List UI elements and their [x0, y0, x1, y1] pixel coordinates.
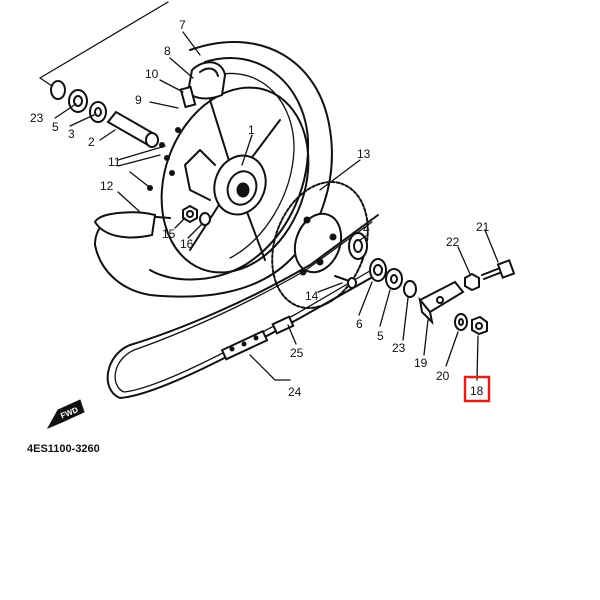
callout-14[interactable]: 14: [305, 289, 319, 303]
adjusting-bolt-21: [481, 259, 516, 280]
tire-tread-line: [214, 72, 295, 259]
callout-21[interactable]: 21: [476, 220, 490, 234]
callout-13[interactable]: 13: [357, 147, 371, 161]
callout-5-left[interactable]: 5: [52, 120, 59, 134]
callout-20[interactable]: 20: [436, 369, 450, 383]
washer-20: [454, 313, 468, 331]
highlight-box-18: [463, 375, 491, 403]
callout-10[interactable]: 10: [145, 67, 159, 81]
washer-20-hole: [458, 318, 464, 326]
callout-6[interactable]: 6: [356, 317, 363, 331]
rear-sprocket: [271, 181, 369, 309]
tube-valve: [179, 85, 197, 109]
callout-5-right[interactable]: 5: [377, 329, 384, 343]
callout-1[interactable]: 1: [248, 123, 255, 137]
right-bearing-set: [348, 232, 417, 298]
callout-12[interactable]: 12: [100, 179, 114, 193]
axle-collar: [106, 110, 159, 148]
callout-22[interactable]: 22: [446, 235, 460, 249]
callout-25[interactable]: 25: [290, 346, 304, 360]
rim-band-detail: [199, 67, 219, 77]
chain-joint: [220, 315, 295, 361]
callout-15[interactable]: 15: [162, 227, 176, 241]
callout-16[interactable]: 16: [180, 237, 194, 251]
callout-labels: 1 2 3 4 5 5 6 7 8 9 10 11 12 13 14 15 16…: [30, 18, 491, 403]
rim-band: [186, 61, 227, 100]
callout-9[interactable]: 9: [135, 93, 142, 107]
hub-bolts: [147, 127, 181, 191]
callout-23-right[interactable]: 23: [392, 341, 406, 355]
nut-18-hole: [475, 322, 483, 330]
rear-tire: [94, 41, 333, 298]
left-bearing-set: [50, 80, 107, 123]
nut-18: [471, 315, 488, 336]
callout-18[interactable]: 18: [470, 384, 484, 398]
callout-8[interactable]: 8: [164, 44, 171, 58]
callout-4[interactable]: 4: [363, 222, 370, 236]
callout-23-left[interactable]: 23: [30, 111, 44, 125]
leader-lines: [39, 31, 499, 381]
nut-22: [464, 272, 480, 292]
screw-14: [334, 275, 357, 289]
washer-16: [199, 212, 211, 226]
callout-24[interactable]: 24: [288, 385, 302, 399]
wheel-hub: [184, 149, 267, 216]
tire-flap: [93, 211, 157, 239]
nut-15: [182, 204, 198, 224]
callout-3[interactable]: 3: [68, 127, 75, 141]
catalog-code: 4ES1100-3260: [27, 443, 100, 455]
nut-15-hole: [186, 210, 194, 218]
callout-11[interactable]: 11: [108, 155, 121, 169]
frame-line: [39, 1, 169, 79]
callout-7[interactable]: 7: [179, 18, 186, 32]
fwd-arrow: FWD: [46, 399, 85, 430]
callout-2[interactable]: 2: [88, 135, 95, 149]
chain-puller-19: [418, 280, 465, 326]
callout-19[interactable]: 19: [414, 356, 428, 370]
